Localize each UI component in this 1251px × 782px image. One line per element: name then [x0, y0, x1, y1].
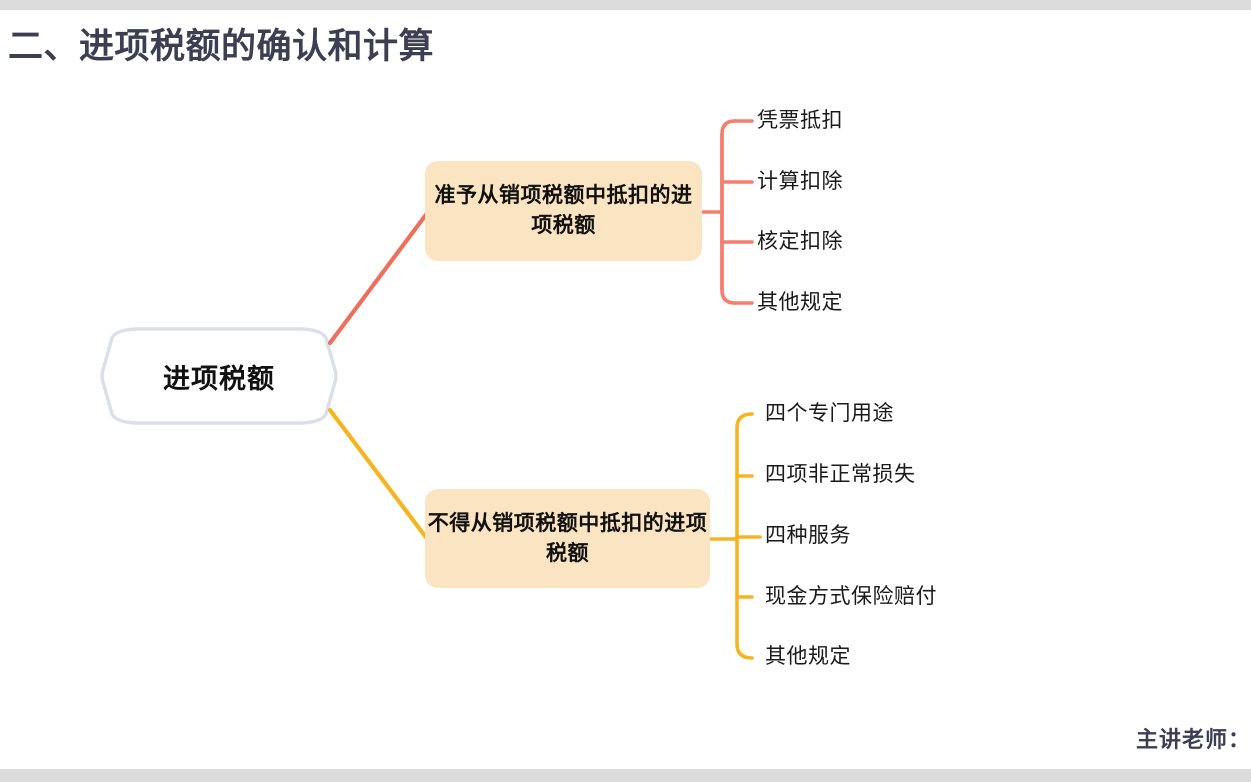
bracket-disallowed-spine	[735, 412, 754, 660]
leaf-allowed-2[interactable]: 计算扣除	[757, 170, 843, 193]
connector-root-to-disallowed	[327, 407, 431, 543]
presenter-note: 主讲老师：	[1135, 727, 1251, 752]
mindmap-root-node[interactable]: 进项税额	[100, 327, 338, 425]
leaf-disallowed-3[interactable]: 四种服务	[765, 524, 851, 547]
bracket-allowed-spine	[720, 119, 737, 305]
leaf-disallowed-1[interactable]: 四个专门用途	[765, 402, 894, 425]
branch-node-allowed[interactable]: 准予从销项税额中抵扣的进项税额	[425, 161, 702, 261]
leaf-allowed-4[interactable]: 其他规定	[757, 291, 843, 314]
branch-node-allowed-label: 准予从销项税额中抵扣的进项税额	[434, 184, 693, 237]
connector-root-to-allowed	[327, 209, 431, 346]
branch-node-disallowed-label: 不得从销项税额中抵扣的进项税额	[427, 511, 708, 565]
branch-node-disallowed[interactable]: 不得从销项税额中抵扣的进项税额	[425, 489, 710, 588]
letterbox-top-bar	[0, 0, 1251, 10]
page-title: 二、进项税额的确认和计算	[8, 27, 435, 66]
leaf-allowed-1[interactable]: 凭票抵扣	[757, 109, 843, 132]
leaf-disallowed-5[interactable]: 其他规定	[765, 645, 851, 668]
letterbox-bottom-bar	[0, 769, 1251, 782]
leaf-disallowed-4[interactable]: 现金方式保险赔付	[765, 585, 937, 608]
leaf-allowed-3[interactable]: 核定扣除	[757, 230, 843, 253]
root-node-label: 进项税额	[163, 363, 275, 394]
leaf-disallowed-2[interactable]: 四项非正常损失	[765, 463, 916, 486]
